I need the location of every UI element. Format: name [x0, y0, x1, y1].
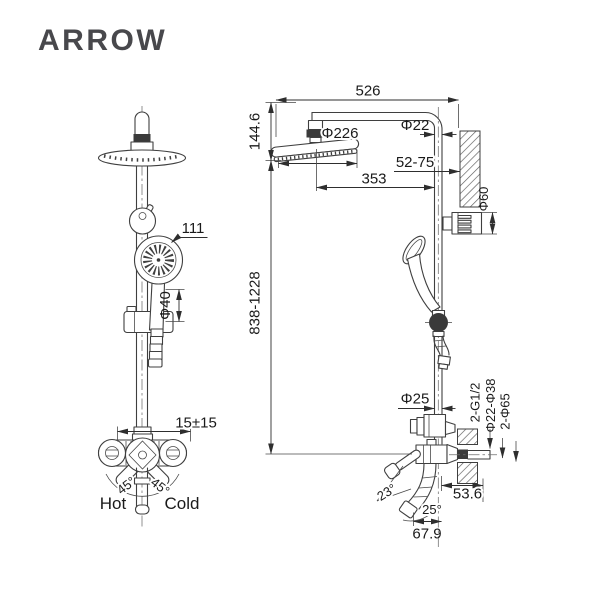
label-head-diameter: Φ226	[322, 125, 359, 142]
label-concealed-pipe-range: Φ22-Φ38	[483, 379, 498, 433]
side-slider-clamp	[409, 413, 456, 438]
label-hose-diameter: Φ40	[157, 291, 174, 320]
side-hand-shower	[402, 235, 452, 370]
label-pipe-diameter: Φ22	[401, 117, 430, 134]
label-escutcheon-diameter: 2-Φ65	[498, 393, 513, 429]
wall-section-valve-lower	[457, 462, 478, 484]
side-spout	[398, 462, 438, 519]
label-inlet-offset: 15±15	[175, 415, 217, 432]
label-spout-angle: 25°	[422, 502, 442, 517]
label-arm-projection: 353	[361, 171, 386, 188]
side-view: 526 144.6 838-1228 Φ226 Φ22 52-75 353	[247, 83, 519, 547]
wall-section-upper	[459, 130, 481, 208]
hand-shower-hose-nut	[147, 358, 163, 368]
brand-logo: ARROW	[38, 24, 168, 57]
label-cold-inlet: Cold	[165, 494, 200, 513]
label-inlet-thread: 2-G1/2	[468, 383, 483, 423]
label-bracket-diameter: Φ60	[476, 187, 491, 212]
wall-section-valve-upper	[457, 428, 478, 445]
front-diverter	[128, 204, 157, 235]
wall-bracket	[442, 211, 483, 235]
front-riser-pipe	[130, 111, 154, 443]
front-shower-head	[97, 149, 187, 167]
front-view: 111 Φ40 15±15 45° 45° Hot Cold	[97, 106, 219, 527]
front-hand-shower	[133, 235, 184, 368]
label-spout-wall-offset: 53.6	[453, 486, 482, 503]
label-arm-width: 526	[355, 83, 380, 100]
side-mixer-valve	[415, 438, 497, 465]
label-hose-fitting-diameter: Φ25	[401, 391, 430, 408]
label-hot-inlet: Hot	[100, 494, 127, 513]
hose-connection-nut	[429, 313, 448, 332]
handle-angle-arc	[105, 473, 180, 497]
label-riser-height-range: 838-1228	[247, 271, 264, 334]
side-shower-arm	[306, 111, 443, 445]
label-wall-clearance: 52-75	[396, 154, 434, 171]
label-hand-shower-diameter: 111	[182, 220, 205, 237]
label-head-drop: 144.6	[247, 113, 264, 151]
label-spout-projection: 67.9	[412, 526, 441, 543]
front-mixer-valve	[97, 426, 188, 515]
